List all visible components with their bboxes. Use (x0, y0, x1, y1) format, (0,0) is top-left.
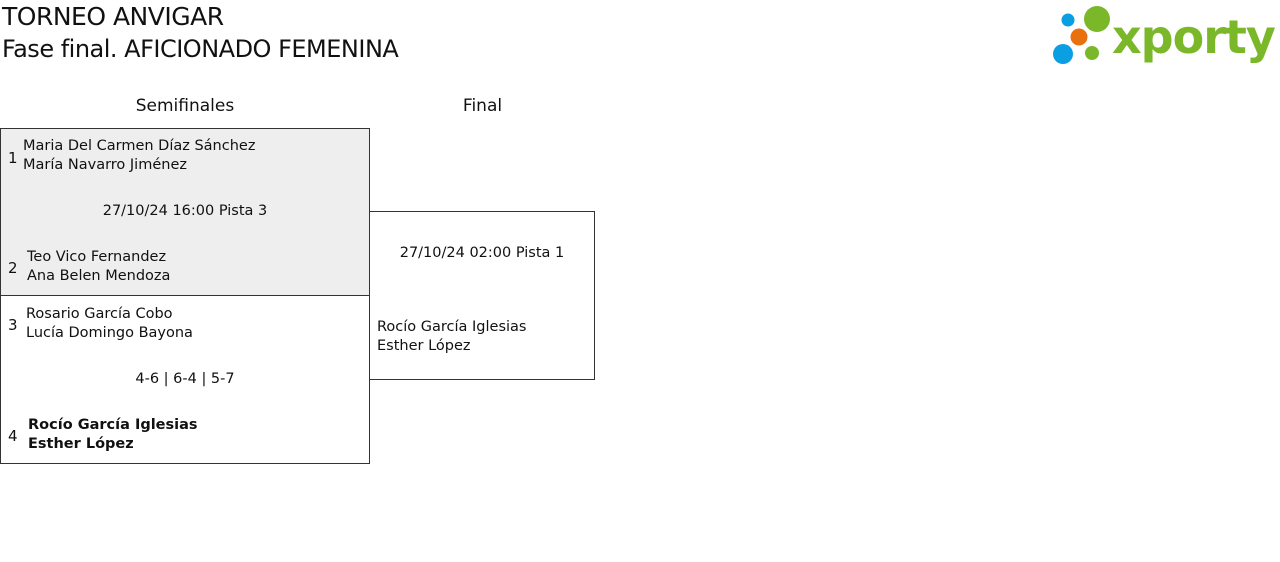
match-final[interactable]: 27/10/24 02:00 Pista 1 Rocío García Igle… (369, 211, 595, 380)
round-label-final: Final (462, 96, 503, 116)
team-1: Maria Del Carmen Díaz Sánchez María Nava… (23, 137, 255, 175)
seed: 3 (8, 316, 18, 334)
match-semifinal-2[interactable]: 3 Rosario García Cobo Lucía Domingo Bayo… (0, 295, 370, 464)
player: Esther López (377, 338, 471, 354)
match-score: 4-6 | 6-4 | 5-7 (135, 371, 235, 387)
team-3: Rosario García Cobo Lucía Domingo Bayona (26, 305, 193, 343)
player: Maria Del Carmen Díaz Sánchez (23, 138, 256, 154)
player: Rocío García Iglesias (28, 417, 198, 433)
match-info: 27/10/24 02:00 Pista 1 (399, 245, 565, 261)
final-team: Rocío García Iglesias Esther López (377, 318, 527, 356)
seed: 4 (8, 427, 18, 445)
xporty-logo[interactable]: xporty (1050, 4, 1276, 66)
player: Teo Vico Fernandez (27, 249, 167, 265)
round-label-semifinals: Semifinales (135, 96, 235, 116)
player: María Navarro Jiménez (23, 157, 187, 173)
team-4-winner: Rocío García Iglesias Esther López (28, 416, 198, 454)
seed: 1 (8, 149, 18, 167)
logo-text: xporty (1112, 10, 1276, 64)
player: Ana Belen Mendoza (27, 268, 171, 284)
tournament-title: TORNEO ANVIGAR (2, 2, 224, 31)
player: Lucía Domingo Bayona (26, 325, 193, 341)
team-2: Teo Vico Fernandez Ana Belen Mendoza (27, 248, 170, 286)
phase-title: Fase final. AFICIONADO FEMENINA (2, 35, 399, 63)
match-info: 27/10/24 16:00 Pista 3 (102, 203, 268, 219)
player: Esther López (28, 436, 134, 452)
player: Rocío García Iglesias (377, 319, 527, 335)
match-semifinal-1[interactable]: 1 Maria Del Carmen Díaz Sánchez María Na… (0, 128, 370, 296)
player: Rosario García Cobo (26, 306, 173, 322)
logo-dots-icon (1053, 6, 1110, 64)
seed: 2 (8, 259, 18, 277)
